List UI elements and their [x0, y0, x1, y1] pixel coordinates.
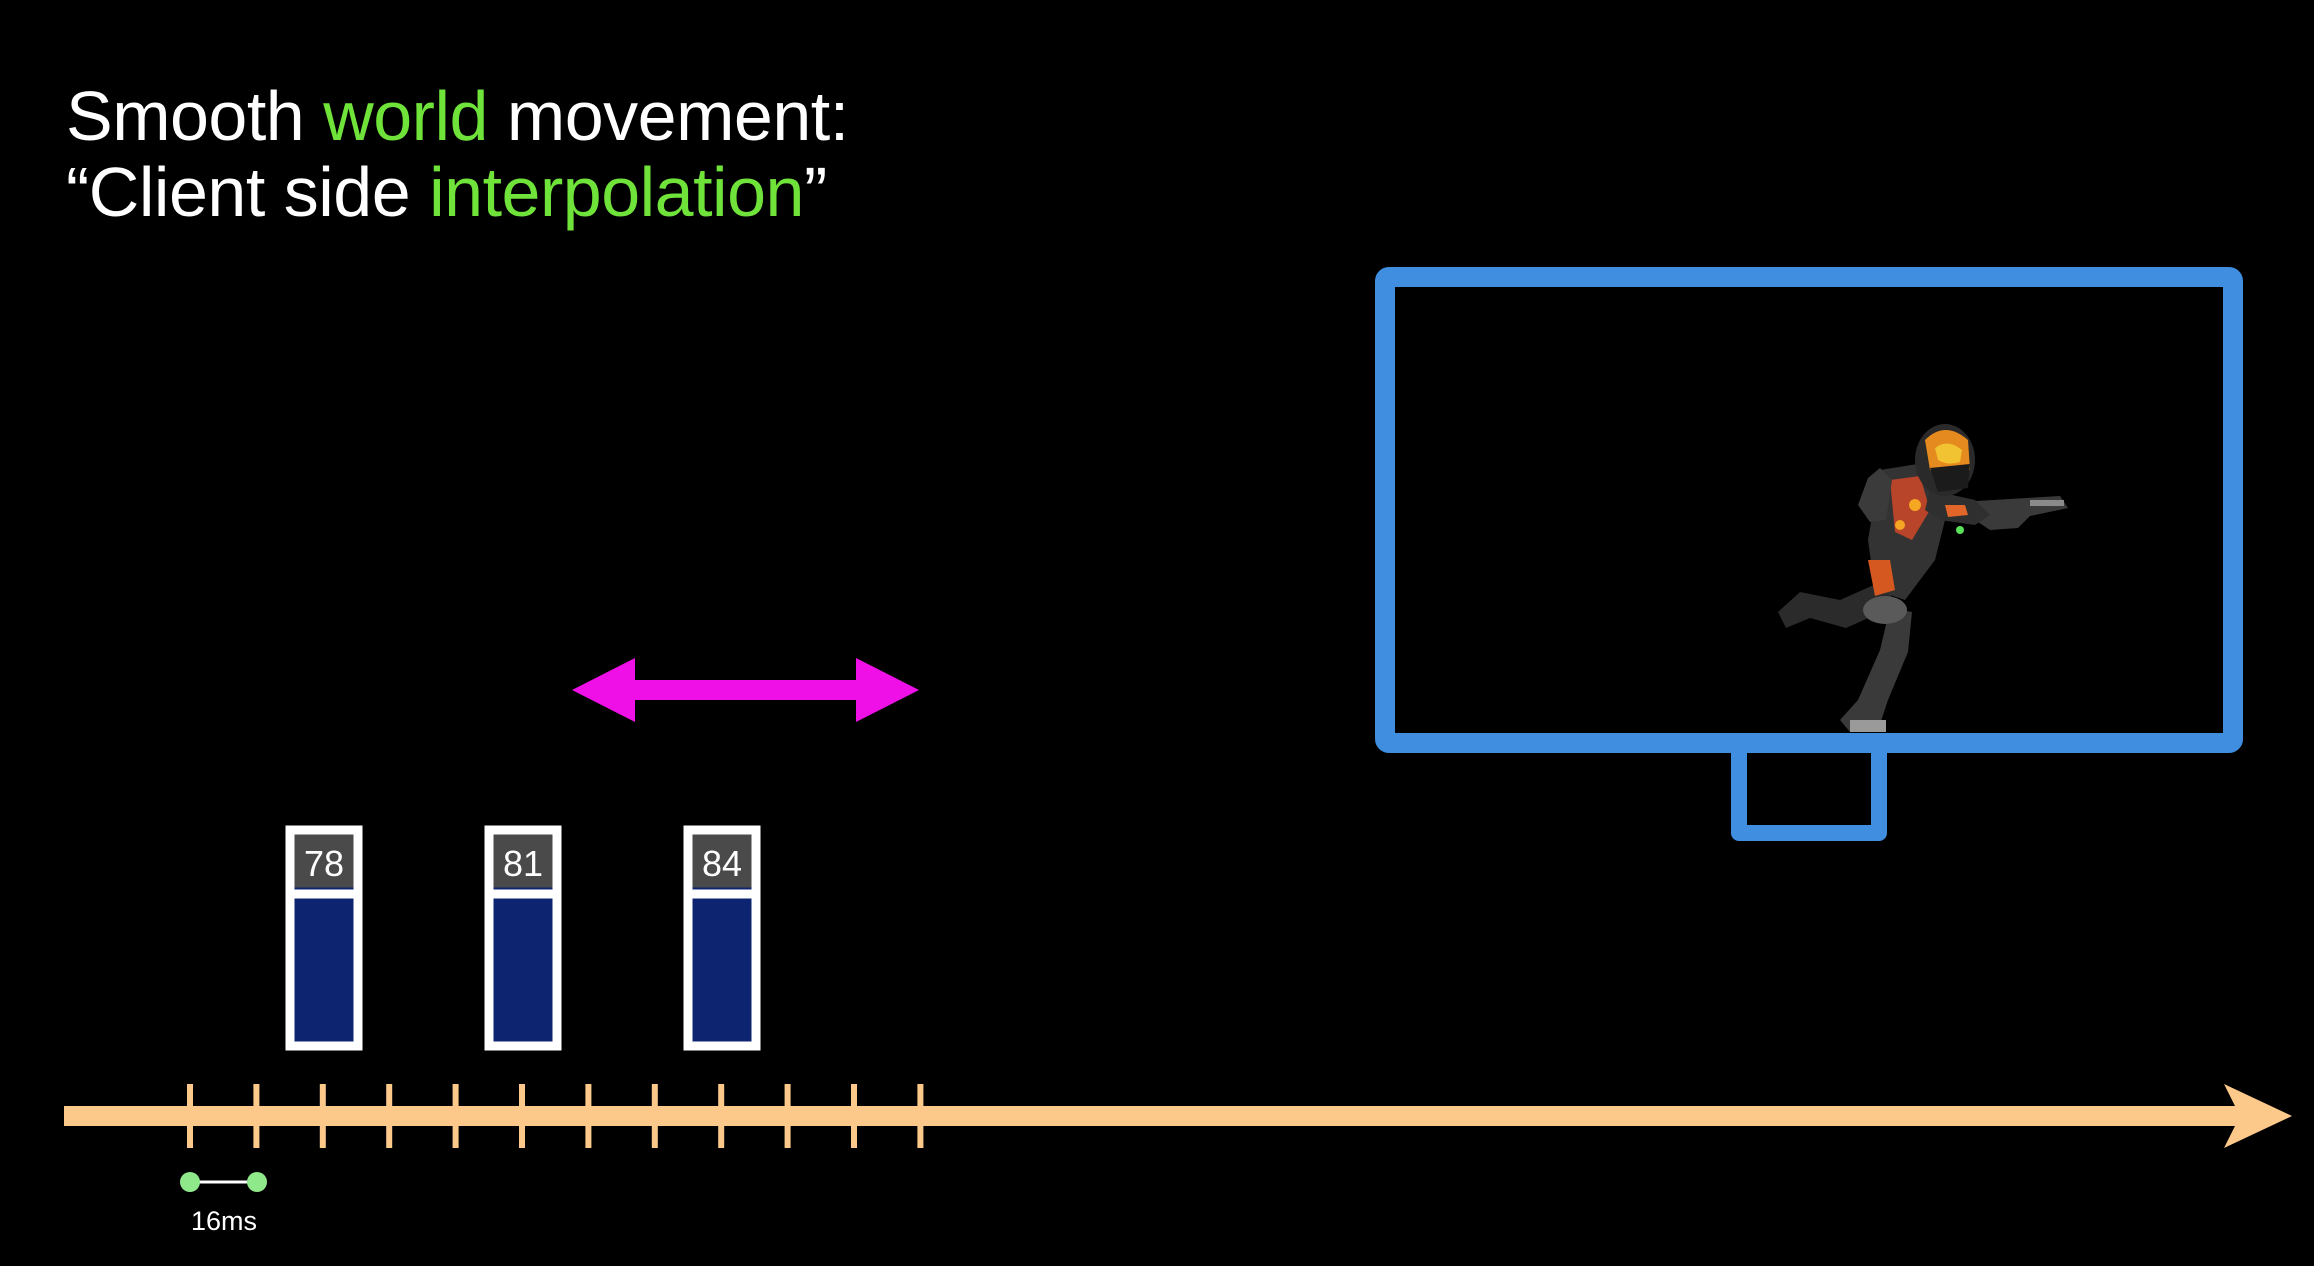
- monitor-screen: [1375, 267, 2243, 753]
- snapshot-label-box: [493, 834, 553, 888]
- timeline-tick: [718, 1084, 725, 1148]
- double-arrow-icon: [572, 658, 919, 722]
- title-text: “Client side: [66, 153, 430, 231]
- timeline-tick: [917, 1084, 924, 1148]
- snapshot-84: 84: [683, 825, 761, 1051]
- monitor-icon: [1375, 267, 2243, 841]
- armored-character-icon: [1778, 424, 2068, 732]
- timeline-tick: [253, 1084, 260, 1148]
- timeline-arrowhead-icon: [2224, 1084, 2292, 1148]
- timeline-tick: [187, 1084, 193, 1148]
- timeline-ticks: [187, 1084, 924, 1148]
- title-highlight-interpolation: interpolation: [429, 153, 804, 231]
- snapshot-label: 84: [702, 843, 742, 884]
- tick-interval-label: 16ms: [191, 1206, 257, 1236]
- timeline-axis: [64, 1106, 2244, 1126]
- timeline-tick: [651, 1084, 658, 1148]
- interval-start-dot: [180, 1172, 200, 1192]
- snapshot-label: 78: [304, 843, 344, 884]
- timeline-tick: [386, 1084, 393, 1148]
- snapshot-label: 81: [503, 843, 543, 884]
- timeline-tick: [452, 1084, 459, 1148]
- title-text: Smooth: [66, 77, 324, 155]
- timeline-tick: [519, 1084, 525, 1148]
- snapshot-81: 81: [484, 825, 562, 1051]
- timeline-tick: [319, 1084, 326, 1148]
- slide-title-line-2: “Client side interpolation”: [66, 154, 827, 230]
- timeline-tick: [784, 1084, 791, 1148]
- snapshot-label-box: [692, 834, 752, 888]
- timeline: [64, 1084, 2292, 1148]
- slide-title-line-1: Smooth world movement:: [66, 78, 849, 154]
- snapshot-label-box: [294, 834, 354, 888]
- title-text: ”: [803, 153, 827, 231]
- timeline-tick: [851, 1084, 857, 1148]
- interval-end-dot: [247, 1172, 267, 1192]
- snapshot-78: 78: [285, 825, 363, 1051]
- title-text: movement:: [487, 77, 849, 155]
- monitor-stand: [1731, 753, 1887, 841]
- title-highlight-world: world: [323, 77, 488, 155]
- timeline-tick: [585, 1084, 592, 1148]
- tick-interval-marker: 16ms: [180, 1172, 267, 1236]
